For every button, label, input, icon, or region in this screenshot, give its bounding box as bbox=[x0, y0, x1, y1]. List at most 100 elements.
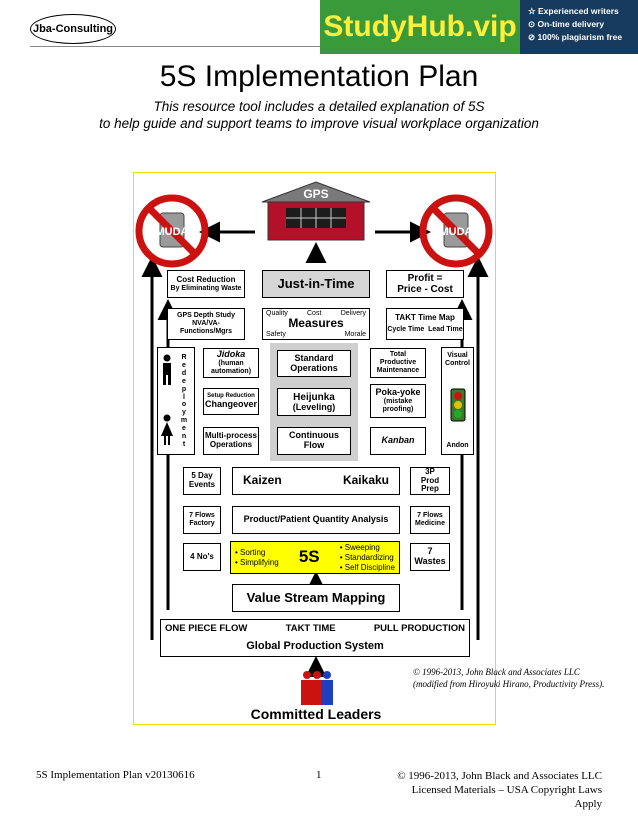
five-s-item: • Simplifying bbox=[235, 557, 279, 567]
seven-flows-medicine-line1: 7 Flows bbox=[417, 512, 443, 520]
visual-control-box: Visual Control Andon bbox=[441, 347, 474, 455]
banner-brand[interactable]: StudyHub.vip bbox=[320, 0, 520, 54]
standard-ops-box: Standard Operations bbox=[277, 350, 351, 377]
redeploy-letter: R bbox=[181, 354, 187, 361]
kaikaku-label: Kaikaku bbox=[342, 473, 389, 488]
subtitle-line: This resource tool includes a detailed e… bbox=[153, 99, 485, 114]
redeploy-letter: o bbox=[181, 401, 187, 409]
seven-flows-medicine-box: 7 Flows Medicine bbox=[410, 506, 450, 534]
gps-depth-line1: GPS Depth Study bbox=[177, 312, 235, 320]
measures-quality: Quality bbox=[266, 310, 288, 317]
five-day-line1: 5 Day bbox=[191, 471, 213, 481]
gps-bar-top: ONE PIECE FLOW TAKT TIME PULL PRODUCTION bbox=[165, 623, 465, 635]
gps-bar: ONE PIECE FLOW TAKT TIME PULL PRODUCTION… bbox=[160, 619, 470, 657]
redeployment-label: R e d e p l o y m e n t bbox=[178, 354, 190, 449]
muda-left-icon: MUDA bbox=[135, 194, 209, 268]
standard-ops-line1: Standard bbox=[294, 352, 334, 363]
pokayoke-line2: (mistake bbox=[383, 398, 413, 406]
heijunka-line2: (Leveling) bbox=[292, 401, 336, 412]
continuous-flow-box: Continuous Flow bbox=[277, 427, 351, 455]
redeploy-letter: n bbox=[181, 433, 187, 441]
diagram-copyright: © 1996-2013, John Black and Associates L… bbox=[413, 666, 604, 690]
standard-ops-line2: Operations bbox=[290, 362, 338, 373]
five-s-title: 5S bbox=[298, 547, 320, 567]
footer-right: © 1996-2013, John Black and Associates L… bbox=[390, 769, 602, 811]
cost-reduction-line2: By Eliminating Waste bbox=[170, 284, 242, 292]
muda-left-label: MUDA bbox=[156, 226, 189, 238]
banner-line: ⊘ 100% plagiarism free bbox=[528, 32, 623, 42]
cost-reduction-line1: Cost Reduction bbox=[176, 274, 236, 284]
kaizen-box: Kaizen Kaikaku bbox=[232, 467, 400, 495]
seven-flows-factory-line1: 7 Flows bbox=[189, 512, 215, 520]
profit-line1: Profit = bbox=[407, 273, 443, 284]
multiprocess-box: Multi-process Operations bbox=[203, 427, 259, 455]
total-pm-line3: Maintenance bbox=[376, 366, 420, 374]
redeploy-letter: t bbox=[182, 440, 186, 448]
footer-page-number: 1 bbox=[316, 769, 322, 781]
seven-flows-factory-box: 7 Flows Factory bbox=[183, 506, 221, 534]
takt-time-label: TAKT TIME bbox=[285, 623, 336, 635]
value-stream-mapping-box: Value Stream Mapping bbox=[232, 584, 400, 612]
multiprocess-line2: Operations bbox=[209, 440, 253, 449]
five-day-line2: Events bbox=[188, 480, 216, 489]
male-figure-icon bbox=[163, 354, 171, 385]
muda-right-icon: MUDA bbox=[419, 194, 493, 268]
redeploy-letter: p bbox=[181, 385, 187, 393]
five-s-left-list: • Sorting • Simplifying bbox=[235, 548, 279, 568]
takt-map-cycle: Cycle Time bbox=[387, 326, 425, 334]
takt-map-lead: Lead Time bbox=[428, 326, 463, 334]
visual-control-label: Visual Control bbox=[445, 352, 470, 367]
pokayoke-line1: Poka-yoke bbox=[375, 387, 421, 398]
measures-title: Measures bbox=[288, 316, 344, 331]
takt-map-times: Cycle Time Lead Time bbox=[387, 326, 462, 334]
five-s-item: • Self Discipline bbox=[339, 562, 395, 572]
gps-bar-title: Global Production System bbox=[246, 639, 384, 652]
redeploy-letter: e bbox=[182, 377, 186, 385]
measures-safety: Safety bbox=[266, 331, 286, 339]
gps-depth-line2: NVA/VA- bbox=[192, 320, 220, 328]
seven-wastes-box: 7 Wastes bbox=[410, 543, 450, 571]
heijunka-line1: Heijunka bbox=[293, 391, 335, 403]
redeploy-letter: l bbox=[183, 393, 185, 401]
gps-building-icon: GPS bbox=[261, 181, 371, 241]
gps-depth-box: GPS Depth Study NVA/VA- Functions/Mgrs bbox=[167, 308, 245, 340]
multiprocess-line1: Multi-process bbox=[204, 431, 257, 441]
committed-leaders-icon bbox=[301, 671, 333, 705]
studyhub-banner[interactable]: StudyHub.vip ☆ Experienced writers ⊙ On-… bbox=[320, 0, 638, 54]
committed-leaders-label: Committed Leaders bbox=[250, 706, 382, 722]
gps-depth-line3: Functions/Mgrs bbox=[179, 327, 233, 335]
footer-right-line1: © 1996-2013, John Black and Associates L… bbox=[397, 770, 602, 782]
five-s-item: • Sorting bbox=[235, 547, 266, 557]
five-s-item: • Standardizing bbox=[339, 552, 394, 562]
banner-line: ⊙ On-time delivery bbox=[528, 19, 605, 29]
kanban-box: Kanban bbox=[370, 427, 426, 455]
traffic-light-icon bbox=[450, 388, 465, 422]
five-s-box: • Sorting • Simplifying 5S • Sweeping • … bbox=[230, 541, 400, 574]
visual-control-line2: Control bbox=[445, 359, 470, 367]
three-p-line2: Prod bbox=[420, 475, 440, 485]
profit-box: Profit = Price - Cost bbox=[386, 270, 464, 298]
changeover-box: Setup Reduction Changeover bbox=[203, 388, 259, 415]
visual-control-line1: Visual bbox=[447, 352, 468, 359]
four-nos-box: 4 No's bbox=[183, 543, 221, 571]
seven-flows-factory-line2: Factory bbox=[189, 520, 215, 527]
diagram-copyright-line2: (modified from Hiroyuki Hirano, Producti… bbox=[413, 679, 605, 689]
jidoka-box: Jidoka (human automation) bbox=[203, 348, 259, 378]
pokayoke-line3: proofing) bbox=[382, 405, 414, 413]
redeploy-letter: e bbox=[182, 361, 186, 369]
redeploy-letter: y bbox=[182, 409, 186, 417]
heijunka-box: Heijunka (Leveling) bbox=[277, 388, 351, 416]
redeploy-letter: d bbox=[181, 369, 187, 377]
measures-delivery: Delivery bbox=[340, 310, 366, 317]
diagram-frame bbox=[133, 172, 496, 725]
jidoka-line2: (human bbox=[218, 360, 244, 368]
andon-label: Andon bbox=[446, 442, 469, 450]
redeploy-letter: e bbox=[182, 425, 186, 433]
jidoka-line3: automation) bbox=[210, 367, 252, 375]
three-p-line1: 3P bbox=[425, 466, 435, 476]
cost-reduction-box: Cost Reduction By Eliminating Waste bbox=[167, 270, 245, 298]
seven-wastes-line2: Wastes bbox=[414, 556, 446, 566]
changeover-line2: Changeover bbox=[204, 398, 257, 409]
total-pm-line2: Productive bbox=[379, 359, 417, 367]
measures-morale: Morale bbox=[344, 331, 366, 339]
